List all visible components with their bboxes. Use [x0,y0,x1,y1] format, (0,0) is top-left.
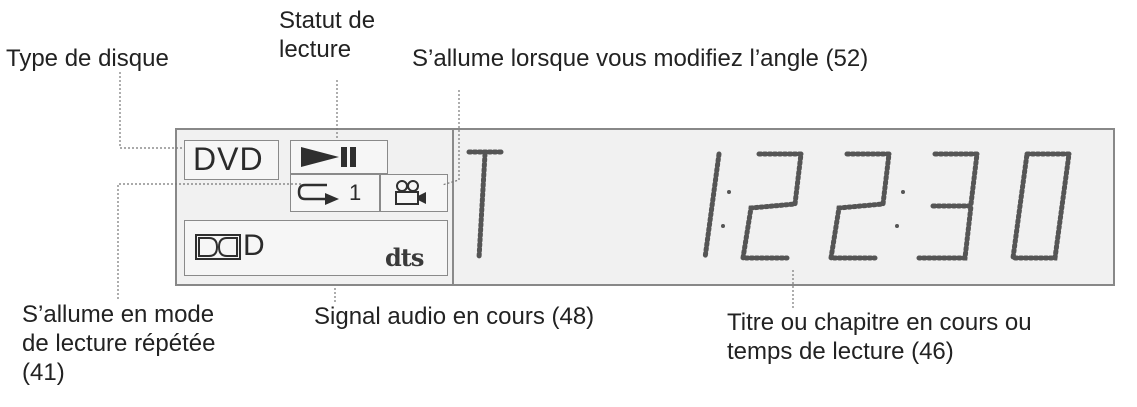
digit-2b [828,151,892,261]
repeat-count: 1 [349,180,362,205]
label-disc-type: Type de disque [6,45,169,72]
disc-type-indicator: DVD [184,140,279,180]
digit-2a [740,151,804,261]
display-panel: DVD 1 [175,128,1115,286]
digit-0 [1010,151,1072,261]
play-pause-icon [301,147,356,167]
indicator-section: DVD 1 [177,130,454,284]
time-segment-display [466,149,1072,261]
audio-format-d: D [243,229,265,262]
digit-1 [702,151,722,261]
label-audio: Signal audio en cours (48) [314,303,595,330]
dts-logo: dts [385,243,424,272]
disc-type-text: DVD [193,141,264,177]
play-status-indicator [290,140,388,174]
digit-3 [916,151,980,261]
repeat-icon [297,183,339,205]
repeat-indicator: 1 [290,174,380,212]
label-title-time: Titre ou chapitre en cours ou temps de l… [727,309,1032,365]
label-repeat: S’allume en mode de lecture répétée (41) [22,301,216,386]
title-char-T [466,149,504,261]
audio-signal-indicator: D dts [184,220,448,276]
label-play-status: Statut de lecture [279,7,376,63]
angle-indicator [380,174,448,212]
dolby-digital-icon [195,234,241,260]
camera-angle-icon [395,180,426,205]
label-angle: S’allume lorsque vous modifiez l’angle (… [412,45,869,72]
